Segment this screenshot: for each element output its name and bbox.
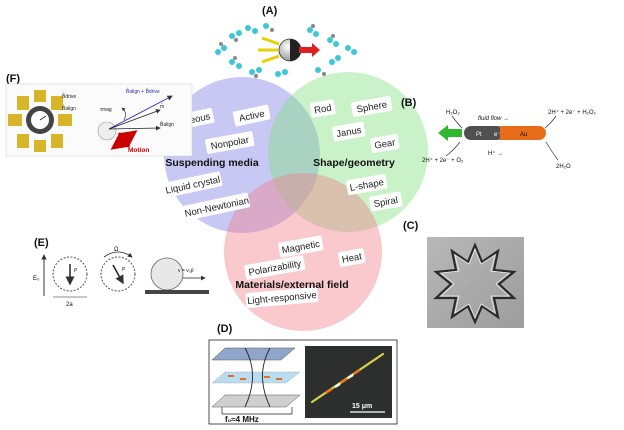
reaction-top-right: 2H⁺ + 2e⁻ + H₂O₂ [548,109,597,116]
panel-b: (B) H₂O₂ fluid flow → 2H⁺ + 2e⁻ + H₂O₂ P… [401,97,597,170]
word-box [369,134,400,154]
particle-3: v = v₀p̂ [145,257,209,294]
velocity-label: v = v₀p̂ [178,268,194,274]
align-label-1: B̂align [62,105,76,112]
gear-micrograph [427,237,524,328]
particle-2: P Ω [100,247,136,292]
word-box [278,235,324,258]
frequency-label: f₀≈4 MHz [225,415,259,424]
word-box [183,192,251,221]
h-plus-label: H⁺ → [488,150,503,157]
panel-a-label: (A) [262,5,278,17]
shape-geometry-title: Shape/geometry [313,157,395,169]
shape-words: Rod Sphere Janus Gear L-shape Spiral Sha… [309,95,403,212]
diameter-label: 2a [66,302,73,308]
panel-f-label: (F) [6,73,20,85]
word-rod: Rod [313,103,332,117]
m-label: m̂ [160,103,164,110]
omega-label: Ω [114,247,119,253]
word-box [368,191,403,212]
field-label: E₀ [33,276,40,282]
venn-diagram [164,72,428,331]
svg-text:·: · [470,283,472,289]
word-active: Active [238,108,266,124]
reaction-bottom-left: 2H⁺ + 2e⁻ + O₂ [422,157,464,164]
rod-chain [310,352,385,404]
word-heat: Heat [341,251,363,265]
word-box [351,95,393,118]
panel-b-label: (B) [401,97,417,109]
particle-1: P [52,256,88,292]
molecule-cloud [215,23,357,78]
materials-field-title: Materials/external field [235,279,348,291]
word-gear: Gear [374,137,397,152]
propulsion-arrow [299,43,320,57]
drive-label: B̂drive [62,93,76,100]
suspending-media-title: Suspending media [165,157,259,169]
reaction-bottom-right: 2H₂O [556,164,571,170]
panel-c: (C) · [403,220,524,328]
scale-bar-label: 15 μm [352,403,372,410]
word-box [163,171,223,198]
bimetallic-rod: Pt e⁻ Au [464,126,546,140]
h2o2-label: H₂O₂ [446,110,460,116]
coil-system [8,90,72,152]
word-box [331,121,366,142]
gear-shape [433,242,517,325]
align-label-2: B̂align [160,121,174,128]
word-box [309,99,336,118]
shape-geometry-circle [268,72,428,232]
green-arrow [438,125,462,141]
acoustic-setup [211,347,301,415]
polarization-label-1: P [74,268,78,274]
word-spiral: Spiral [373,195,399,210]
pt-label: Pt [476,132,482,138]
word-box [346,173,388,196]
panel-a: (A) [215,5,357,78]
motion-label: Motion [128,147,149,154]
panel-d: (D) f₀≈4 MHz 15 μm [208,323,398,425]
fluid-flow-label: fluid flow → [478,116,509,122]
panel-d-label: (D) [217,323,233,335]
electron-label: e⁻ [494,132,501,138]
word-box [205,131,255,154]
word-box [232,104,271,127]
word-box [337,248,366,267]
panel-e-label: (E) [34,237,49,249]
janus-particle [278,38,302,62]
polarization-label-2: P [122,267,126,273]
word-sphere: Sphere [356,99,388,115]
panel-c-label: (C) [403,220,419,232]
panel-f: (F) B̂drive B̂align B̂align + B̂drive τm… [5,73,193,157]
torque-label: τmag [100,107,112,113]
word-janus: Janus [335,125,362,140]
au-label: Au [520,132,527,138]
panel-e: (E) E₀ P 2a P Ω v = v₀p̂ [33,237,209,308]
word-box [245,287,319,308]
sum-field-label: B̂align + B̂drive [126,88,160,95]
yellow-rays [258,36,280,64]
word-box [244,255,306,280]
